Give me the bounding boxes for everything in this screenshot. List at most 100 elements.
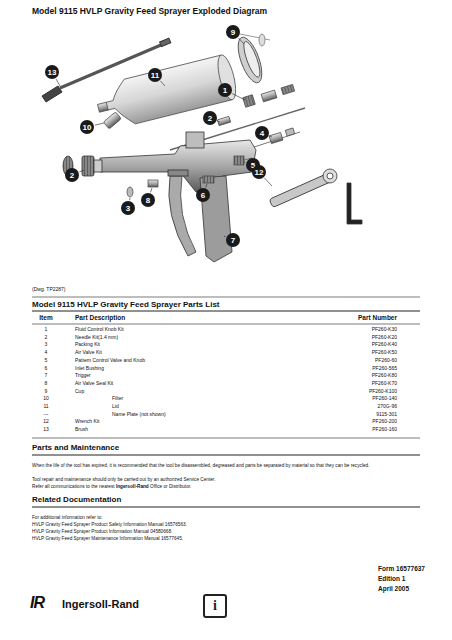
item-number: 6 — [45, 366, 48, 372]
logo-mark: IR — [30, 594, 44, 612]
part-number: PF260-K50 — [372, 350, 397, 356]
part-description: Pattern Control Valve and Knob — [75, 358, 145, 364]
callout-number: 10 — [83, 123, 92, 132]
table-header: Item — [39, 314, 52, 321]
callout-number: 6 — [201, 191, 205, 200]
part-description: Lid — [112, 404, 119, 410]
callout-number: 9 — [231, 28, 235, 37]
callout-circle: 13 — [45, 65, 59, 79]
callout-circle: 12 — [252, 165, 266, 179]
part-number: 270G-96 — [378, 404, 397, 410]
part-number: 9115-301 — [376, 412, 397, 418]
part-description: Cup — [75, 389, 84, 395]
document-reference: HVLP Gravity Feed Sprayer Product Inform… — [32, 529, 172, 534]
info-letter: i — [213, 598, 217, 614]
callout-circle: 10 — [80, 120, 94, 134]
paragraph-text: Refer all communications to the nearest — [32, 484, 115, 489]
item-number: 7 — [45, 373, 48, 379]
callout-circle: 8 — [141, 193, 155, 207]
leader-line — [264, 178, 272, 186]
leader-line — [238, 38, 244, 44]
paragraph-text: When the life of the tool has expired, i… — [32, 463, 369, 468]
callout-circle: 11 — [148, 68, 162, 82]
callout-circle: 6 — [196, 188, 210, 202]
part-number: PF260-K40 — [372, 342, 397, 348]
callout-number: 2 — [208, 114, 212, 123]
callout-number: 13 — [48, 68, 57, 77]
part-description: Fluid Control Knob Kit — [75, 327, 124, 333]
leader-line — [160, 81, 165, 86]
part-number: PF260-565 — [372, 366, 397, 372]
item-number: 8 — [45, 381, 48, 387]
callout-number: 3 — [126, 204, 130, 213]
document-reference: HVLP Gravity Feed Sprayer Maintenance In… — [32, 536, 183, 541]
item-number: 2 — [45, 335, 48, 341]
callout-number: 4 — [260, 129, 264, 138]
callout-circle: 3 — [121, 201, 135, 215]
callout-number: 11 — [151, 71, 159, 80]
callout-circle: 7 — [226, 233, 240, 247]
drawing-number: (Dwg. TP2287) — [32, 287, 66, 293]
item-number: 10 — [43, 396, 49, 402]
leader-line — [206, 184, 207, 188]
item-number: 1 — [45, 327, 48, 333]
item-number: 5 — [45, 358, 48, 364]
part-number: PF260-60 — [375, 358, 397, 364]
item-number: 9 — [45, 389, 48, 395]
table-header: Part Number — [358, 314, 397, 321]
brand-name: Ingersoll-Rand — [116, 484, 149, 489]
part-number: PF260-K80 — [372, 373, 397, 379]
item-number: 11 — [43, 404, 48, 410]
item-number: 3 — [45, 342, 48, 348]
paragraph-text: Tool repair and maintenance should only … — [32, 477, 215, 482]
part-number: PF260-K100 — [369, 389, 397, 395]
brand-name: Ingersoll-Rand — [62, 598, 139, 611]
part-number: PF260-200 — [372, 419, 397, 425]
part-description: Air Valve Kit — [75, 350, 102, 356]
leader-line — [129, 198, 130, 200]
section-heading: Parts and Maintenance — [32, 443, 119, 452]
callout-number: 2 — [70, 171, 74, 180]
part-description: Wrench Kit — [75, 419, 99, 425]
paragraph-line: Refer all communications to the nearestI… — [32, 484, 193, 489]
part-description: Name Plate (not shown) — [112, 412, 166, 418]
leader-line — [232, 94, 245, 100]
form-number: Form 16577637 — [378, 565, 425, 572]
leader-line — [95, 123, 104, 125]
document-reference: HVLP Gravity Feed Sprayer Product Safety… — [32, 522, 187, 527]
item-number: --- — [44, 412, 49, 418]
item-number: 4 — [45, 350, 48, 356]
callout-circle: 2 — [203, 111, 217, 125]
table-header: Part Description — [75, 314, 125, 321]
section-heading: Model 9115 HVLP Gravity Feed Sprayer Par… — [32, 300, 220, 309]
part-number: PF260-160 — [372, 427, 397, 433]
leader-line — [151, 188, 153, 192]
callout-circle: 9 — [226, 25, 240, 39]
leader-line — [217, 121, 220, 122]
item-number: 12 — [43, 419, 49, 425]
part-number: PF260-K70 — [372, 381, 397, 387]
part-description: Packing Kit — [75, 342, 100, 348]
leader-line — [269, 136, 272, 137]
leader-line — [79, 170, 84, 172]
edition: Edition 1 — [378, 575, 405, 582]
part-number: PF260-K30 — [372, 327, 397, 333]
callout-number: 1 — [223, 86, 227, 95]
part-description: Air Valve Seal Kit — [75, 381, 113, 387]
callout-number: 12 — [255, 168, 264, 177]
section-heading: Related Documentation — [32, 495, 121, 504]
part-description: Trigger — [75, 373, 91, 379]
part-description: Brush — [75, 427, 88, 433]
date: April 2005 — [378, 585, 409, 592]
info-icon: i — [203, 594, 227, 618]
callout-circle: 2 — [65, 168, 79, 182]
part-number: PF260-140 — [372, 396, 397, 402]
part-description: Filter — [112, 396, 123, 402]
paragraph-text: For additional information refer to: — [32, 515, 102, 520]
callout-number: 7 — [231, 236, 235, 245]
part-number: PF260-K20 — [372, 335, 397, 341]
callout-circle: 4 — [255, 126, 269, 140]
item-number: 13 — [43, 427, 49, 433]
leader-line — [56, 79, 60, 86]
